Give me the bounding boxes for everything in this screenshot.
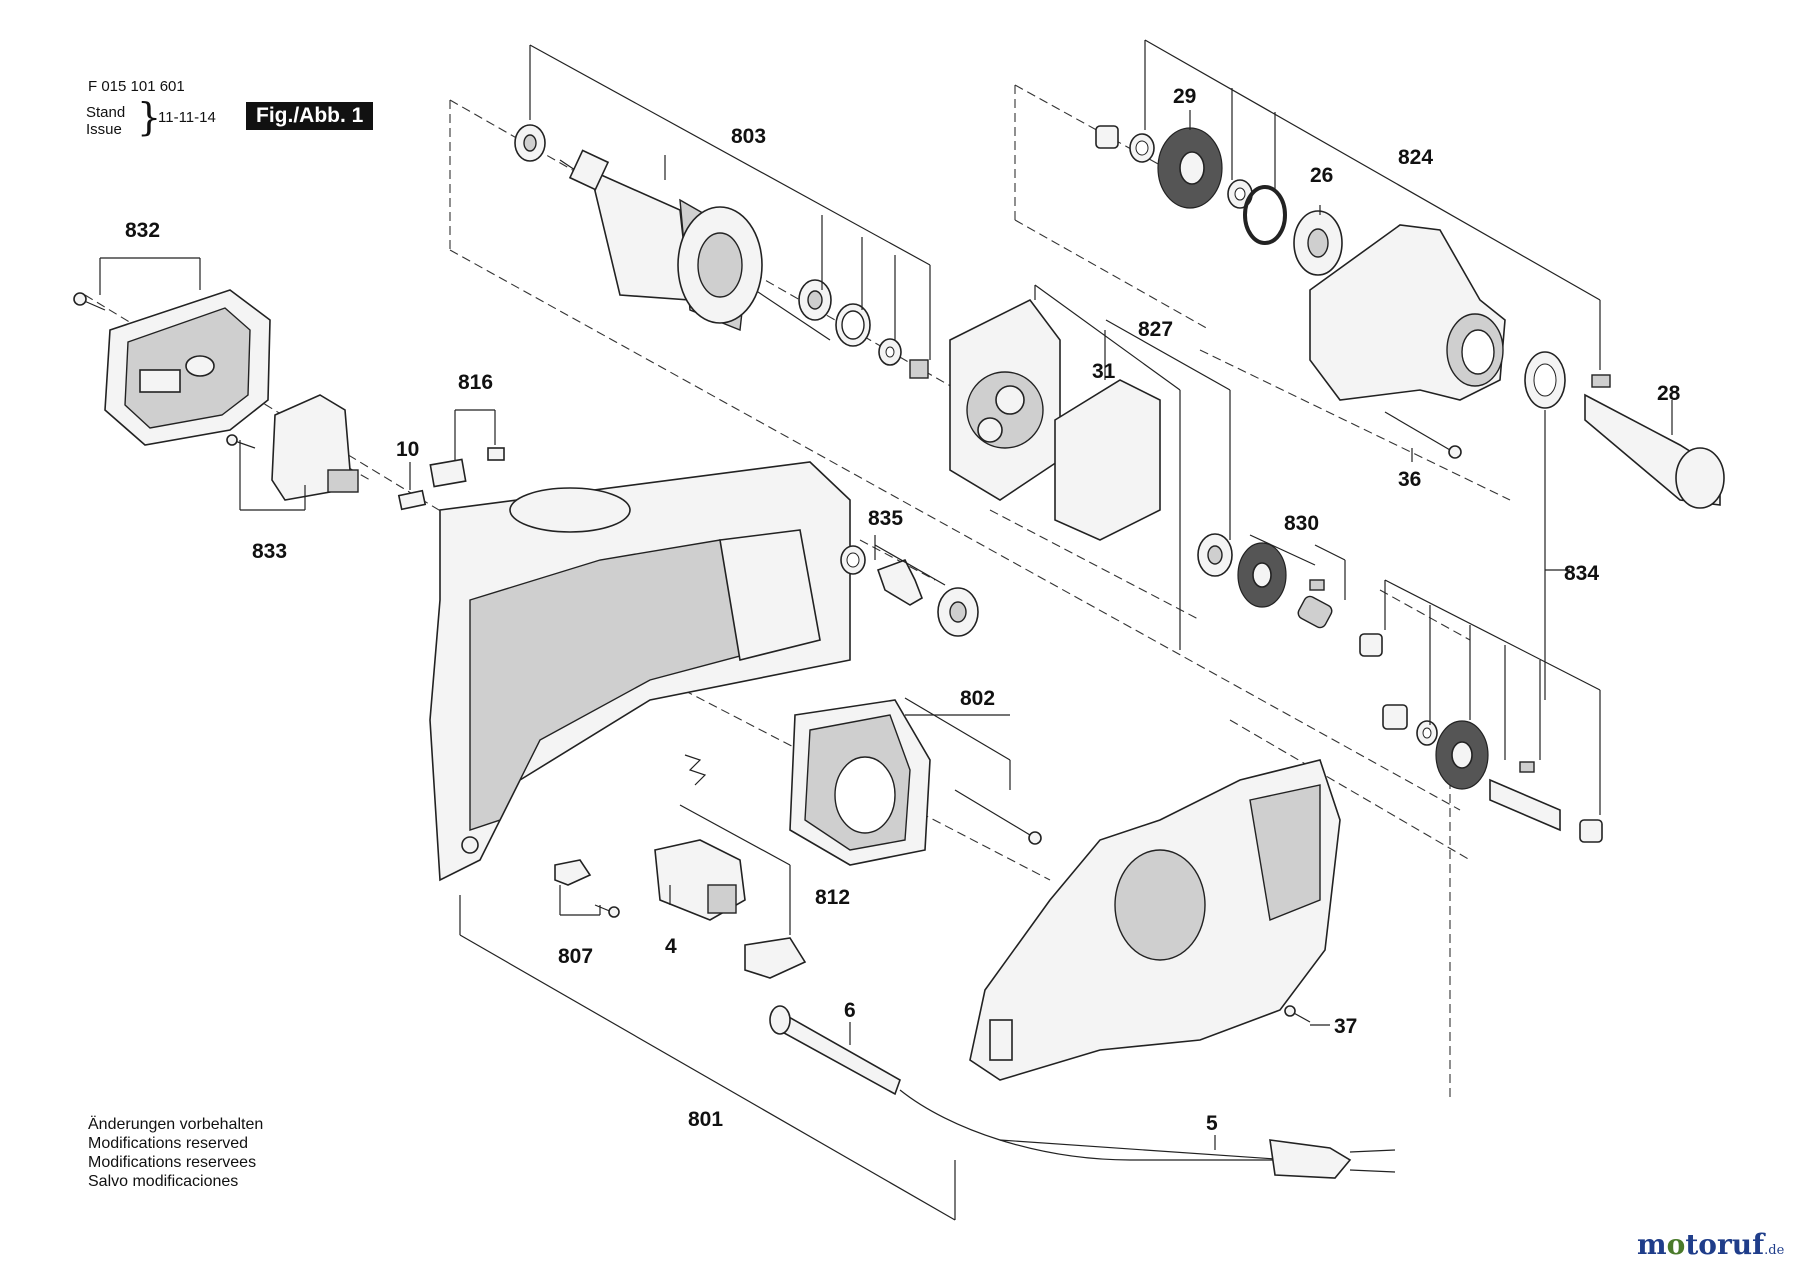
power-cable-5 (899, 1089, 1291, 1161)
gear-housing-824 (1309, 224, 1506, 401)
ring-803 (835, 303, 871, 347)
callout-37: 37 (1334, 1015, 1357, 1038)
callout-803: 803 (731, 125, 766, 148)
seal-834 (1524, 351, 1566, 409)
end-cap-832 (104, 289, 271, 446)
callout-4: 4 (665, 935, 677, 958)
sleeve-834 (1382, 704, 1408, 730)
notice-line-en: Modifications reserved (88, 1135, 249, 1152)
callout-807: 807 (558, 945, 593, 968)
brush-816 (429, 447, 505, 488)
sleeve-29a (1095, 125, 1119, 149)
ring-29 (1129, 133, 1155, 163)
spring-812 (684, 754, 707, 786)
handle-housing (969, 759, 1341, 1081)
watermark-tld: .de (1764, 1243, 1785, 1258)
callout-830: 830 (1284, 512, 1319, 535)
circlip-26b (1243, 185, 1287, 245)
callout-824: 824 (1398, 146, 1433, 169)
brace-glyph: } (137, 95, 162, 139)
callout-10: 10 (396, 438, 419, 461)
button-835 (937, 587, 979, 637)
sleeve-830 (1359, 633, 1383, 657)
cable-clamp-807 (554, 859, 592, 886)
carbon-brush-10 (397, 489, 427, 511)
switch-4 (654, 839, 746, 921)
callout-816: 816 (458, 371, 493, 394)
issue-date: 11-11-14 (158, 109, 216, 126)
cable-sleeve-6 (769, 1005, 901, 1096)
callout-812: 812 (815, 886, 850, 909)
ring-835 (840, 545, 866, 575)
issue-label: Issue (86, 121, 122, 138)
washer-803 (878, 338, 902, 366)
notice-line-es: Salvo modificaciones (88, 1173, 239, 1190)
callout-833: 833 (252, 540, 287, 563)
screw-37 (1284, 1005, 1311, 1023)
gear-834 (1435, 720, 1489, 790)
key-824 (1591, 374, 1611, 388)
capacitor-812 (744, 937, 807, 979)
callout-labels: 803 29 26 824 832 816 10 833 827 31 28 3… (125, 85, 1681, 1135)
bearing-flange-827 (949, 298, 1061, 501)
callout-26: 26 (1310, 164, 1333, 187)
key-834 (1519, 761, 1535, 773)
gear-830 (1237, 542, 1287, 608)
callout-29: 29 (1173, 85, 1196, 108)
spindle-28 (1584, 393, 1725, 509)
motoruf-watermark: motoruf.de (1637, 1228, 1784, 1261)
callout-36: 36 (1398, 468, 1421, 491)
shaft-834 (1489, 778, 1561, 832)
power-plug-5 (1269, 1139, 1396, 1179)
callout-827: 827 (1138, 318, 1173, 341)
callout-5: 5 (1206, 1112, 1218, 1135)
callout-31: 31 (1092, 360, 1116, 383)
screw-36 (1384, 411, 1462, 459)
notice-line-fr: Modifications reservees (88, 1154, 257, 1171)
modifications-notice: Änderungen vorbehalten Modifications res… (88, 1115, 263, 1191)
key-830 (1309, 579, 1325, 591)
lock-pin-835 (876, 559, 923, 606)
armature-803 (559, 149, 831, 341)
bearing-803b (798, 279, 832, 321)
stand-label: Stand (86, 104, 126, 121)
bearing-26 (1293, 210, 1343, 276)
callout-801: 801 (688, 1108, 723, 1131)
motor-housing-801 (429, 461, 851, 882)
screw-807 (594, 904, 620, 918)
circlip-834 (1416, 720, 1438, 746)
callout-6: 6 (844, 999, 856, 1022)
document-number: F 015 101 601 (88, 78, 185, 95)
watermark-name: motoruf (1637, 1228, 1765, 1261)
gasket-31 (1054, 379, 1161, 541)
figure-badge: Fig./Abb. 1 (246, 102, 374, 130)
brush-holder-833 (226, 394, 359, 501)
bearing-803a (514, 124, 546, 162)
pinion-830 (1297, 595, 1333, 629)
bearing-830 (1197, 533, 1233, 577)
stator-802 (789, 699, 931, 866)
gear-29 (1157, 127, 1223, 209)
callout-802: 802 (960, 687, 995, 710)
callout-28: 28 (1657, 382, 1681, 405)
callout-835: 835 (868, 507, 903, 530)
sleeve-834b (1579, 819, 1603, 843)
callout-832: 832 (125, 219, 160, 242)
leader-lines (99, 39, 1673, 1221)
callout-834: 834 (1564, 562, 1599, 585)
notice-line-de: Änderungen vorbehalten (88, 1116, 264, 1133)
screw-802 (954, 789, 1042, 845)
coupling-803 (909, 359, 929, 379)
screw-832 (73, 292, 106, 311)
